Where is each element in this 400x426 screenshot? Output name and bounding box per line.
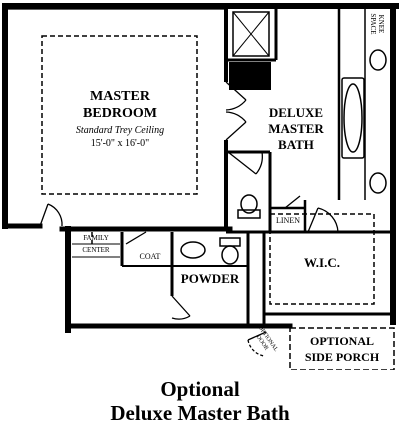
- bath-label-line1: DELUXE: [269, 105, 323, 120]
- bath-label-line3: BATH: [278, 137, 314, 152]
- bath-label-line2: MASTER: [268, 121, 324, 136]
- floor-plan: MASTER BEDROOM Standard Trey Ceiling 15'…: [2, 3, 399, 370]
- linen-label: LINEN: [276, 216, 300, 225]
- wic-label: W.I.C.: [304, 255, 340, 270]
- coat-label: COAT: [140, 252, 161, 261]
- shower-icon: [232, 11, 270, 57]
- caption-title-line2: Deluxe Master Bath: [110, 401, 290, 425]
- powder-label: POWDER: [181, 271, 240, 286]
- interior-walls: [6, 6, 393, 326]
- powder-toilet-icon: [221, 245, 239, 265]
- side-porch-line2: SIDE PORCH: [305, 350, 380, 364]
- family-center-line1: FAMILY: [83, 234, 109, 242]
- toilet-icon: [240, 194, 258, 214]
- master-bedroom-name-line1: MASTER: [90, 89, 151, 104]
- fixtures: [180, 11, 387, 265]
- trey-ceiling-outline: [41, 35, 198, 195]
- svg-text:KNEE: KNEE: [377, 15, 385, 34]
- exterior-walls: [2, 3, 399, 333]
- ceiling-note: Standard Trey Ceiling: [76, 125, 164, 136]
- dashed-lines: [41, 35, 375, 305]
- caption-title-line1: Optional: [160, 377, 240, 401]
- family-center-line2: CENTER: [82, 246, 110, 254]
- side-porch-line1: OPTIONAL: [310, 334, 374, 348]
- sink-icon: [369, 49, 387, 71]
- svg-text:SPACE: SPACE: [369, 13, 377, 34]
- sink-icon: [369, 172, 387, 194]
- optional-door-label: OPTIONAL DOOR: [255, 325, 279, 353]
- bedroom-dimensions: 15'-0" x 16'-0": [91, 138, 149, 149]
- master-bedroom-name-line2: BEDROOM: [83, 106, 157, 121]
- optional-side-porch: [289, 327, 395, 370]
- wic-shelving-outline: [269, 213, 375, 305]
- powder-sink-icon: [180, 241, 206, 259]
- bathtub-icon: [341, 77, 365, 159]
- toilet-tank-icon: [237, 209, 261, 219]
- knee-space-label: KNEE SPACE: [369, 13, 385, 34]
- doors: [39, 81, 339, 357]
